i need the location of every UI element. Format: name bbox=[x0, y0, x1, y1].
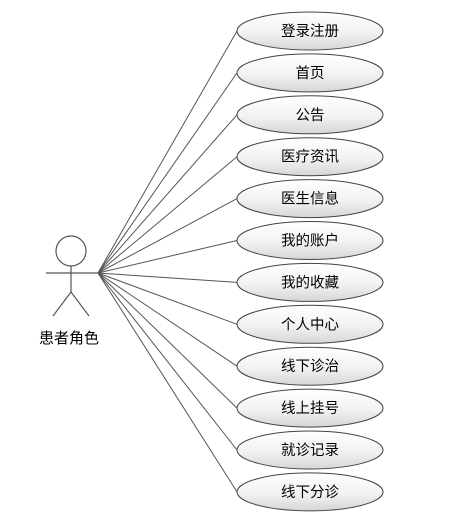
use-case-label: 首页 bbox=[296, 65, 325, 82]
use-case-label: 我的账户 bbox=[281, 233, 339, 250]
use-case: 线上挂号 bbox=[236, 388, 384, 428]
association-line bbox=[97, 198, 238, 274]
use-case-label: 个人中心 bbox=[281, 316, 339, 333]
use-case: 公告 bbox=[236, 95, 384, 135]
use-cases: 登录注册首页公告医疗资讯医生信息我的账户我的收藏个人中心线下诊治线上挂号就诊记录… bbox=[236, 11, 384, 512]
use-case: 医生信息 bbox=[236, 179, 384, 219]
association-line bbox=[97, 240, 238, 274]
use-case: 医疗资讯 bbox=[236, 137, 384, 177]
association-line bbox=[97, 272, 238, 367]
association-line bbox=[97, 272, 238, 325]
use-case-ellipse bbox=[236, 221, 384, 260]
use-case-label: 公告 bbox=[296, 107, 325, 124]
use-case: 线下诊治 bbox=[236, 346, 384, 386]
use-case-ellipse bbox=[236, 11, 384, 51]
use-case-label: 登录注册 bbox=[281, 23, 339, 40]
use-case: 个人中心 bbox=[236, 304, 384, 344]
use-case-ellipse bbox=[236, 346, 384, 386]
association-line bbox=[97, 272, 238, 409]
use-case: 登录注册 bbox=[236, 11, 384, 51]
use-case-label: 线下分诊 bbox=[281, 484, 339, 501]
use-case-label: 就诊记录 bbox=[281, 442, 339, 459]
use-case-ellipse bbox=[236, 304, 384, 344]
association-line bbox=[97, 156, 238, 274]
actor: 患者角色 bbox=[39, 235, 99, 347]
use-case-ellipse bbox=[236, 262, 384, 302]
use-case-label: 我的收藏 bbox=[281, 274, 339, 291]
use-case-label: 医疗资讯 bbox=[281, 149, 339, 166]
use-case-label: 医生信息 bbox=[281, 191, 339, 208]
actor-right-leg bbox=[70, 291, 90, 317]
association-line bbox=[97, 272, 238, 493]
association-lines bbox=[97, 30, 238, 493]
use-case-ellipse bbox=[236, 137, 384, 177]
use-case: 我的账户 bbox=[236, 221, 384, 260]
use-case: 首页 bbox=[236, 53, 384, 93]
use-case-ellipse bbox=[236, 179, 384, 219]
use-case-ellipse bbox=[236, 53, 384, 93]
use-case: 我的收藏 bbox=[236, 262, 384, 302]
actor-label: 患者角色 bbox=[39, 329, 99, 347]
association-line bbox=[97, 72, 238, 274]
association-line bbox=[97, 272, 238, 283]
use-case: 就诊记录 bbox=[236, 430, 384, 470]
actor-left-leg bbox=[52, 291, 72, 317]
use-case-ellipse bbox=[236, 95, 384, 135]
use-case-label: 线下诊治 bbox=[281, 358, 339, 375]
association-line bbox=[97, 30, 238, 274]
use-case-ellipse bbox=[236, 430, 384, 470]
actor-head bbox=[55, 235, 87, 267]
association-line bbox=[97, 114, 238, 274]
use-case-label: 线上挂号 bbox=[281, 400, 339, 417]
use-case: 线下分诊 bbox=[236, 472, 384, 512]
use-case-ellipse bbox=[236, 472, 384, 512]
association-line bbox=[97, 272, 238, 451]
use-case-ellipse bbox=[236, 388, 384, 428]
